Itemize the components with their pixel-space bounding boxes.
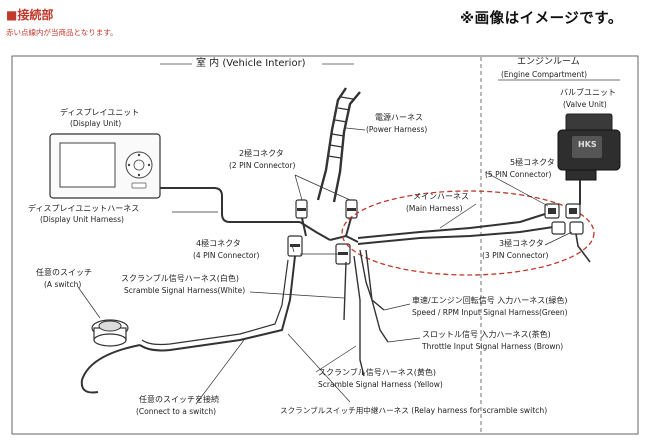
connect-switch-label: 任意のスイッチを接続 — [139, 395, 219, 404]
valve-unit-label-en: (Valve Unit) — [563, 100, 607, 109]
power-harness-wire-2 — [332, 91, 361, 203]
scramble-yellow-wire — [353, 255, 365, 377]
interior-section-title: 室 内 (Vehicle Interior) — [196, 58, 306, 69]
speed-signal-label-en: Speed / RPM Input Signal Harness(Green) — [412, 308, 568, 317]
throttle-signal-wire — [365, 249, 389, 343]
power-harness-ribs — [327, 96, 354, 159]
scramble-white-label: スクランブル信号ハーネス(白色) — [121, 274, 240, 283]
pin5-label-en: (5 PIN Connector) — [485, 170, 552, 179]
pin3-tail — [575, 233, 591, 263]
pin4-label-en: (4 PIN Connector) — [193, 251, 260, 260]
valve-unit-logo: HKS — [578, 140, 597, 149]
relay-harness-label: スクランブルスイッチ用中継ハーネス (Relay harness for scr… — [280, 406, 548, 415]
main-harness-wire-1 — [357, 213, 546, 239]
hub-wire-a — [299, 221, 331, 241]
switch-icon — [91, 319, 129, 347]
display-unit-label-en: (Display Unit) — [70, 119, 122, 128]
pin3-label-en: (3 PIN Connector) — [482, 251, 549, 260]
display-harness-label: ディスプレイユニットハーネス — [28, 204, 140, 213]
display-harness-wire — [160, 187, 300, 223]
pin4-label: 4極コネクタ — [196, 239, 241, 248]
display-unit-label: ディスプレイユニット — [60, 108, 140, 117]
speed-signal-label: 車速/エンジン回転信号 入力ハーネス(緑色) — [412, 296, 568, 305]
pin5-connector — [544, 203, 581, 219]
pin2-connector-left — [295, 199, 308, 219]
display-harness-label-en: (Display Unit Harness) — [40, 215, 124, 224]
valve-unit-label: バルブユニット — [560, 88, 616, 97]
main-harness-label-en: (Main Harness) — [406, 204, 463, 213]
scramble-yellow-label-en: Scramble Signal Harness (Yellow) — [318, 380, 443, 389]
pin2-stub-right — [345, 217, 352, 237]
display-unit — [49, 133, 161, 199]
pin4-connector-left — [287, 235, 303, 257]
power-harness-wire — [316, 87, 347, 201]
diagram-frame — [11, 55, 639, 435]
scramble-yellow-label: スクランブル信号ハーネス(黄色) — [318, 368, 437, 377]
switch-label: 任意のスイッチ — [36, 268, 92, 277]
main-harness-label: メインハーネス — [413, 192, 469, 201]
relay-harness-wire-2 — [141, 259, 289, 346]
page-title: ■接続部 — [6, 8, 54, 22]
pin2-connector-right — [345, 199, 358, 219]
image-note: ※画像はイメージです。 — [460, 11, 623, 27]
throttle-signal-label-en: Throttle Input Signal Harness (Brown) — [422, 342, 564, 351]
leader-lines — [77, 127, 573, 405]
main-harness-wire-2 — [357, 225, 561, 245]
pin5-label: 5極コネクタ — [510, 158, 555, 167]
product-area-ellipse — [341, 190, 595, 276]
scramble-white-wire — [343, 261, 347, 321]
power-harness-label: 電源ハーネス — [375, 113, 423, 122]
engine-section-title: エンジンルーム — [517, 57, 580, 67]
power-harness-label-en: (Power Harness) — [366, 125, 428, 134]
pin2-label: 2極コネクタ — [239, 149, 284, 158]
pin2-stub-left — [301, 217, 307, 237]
relay-harness-wire — [139, 255, 296, 352]
hub-wire-b — [329, 234, 359, 243]
speed-signal-wire — [359, 249, 385, 311]
valve-unit — [557, 113, 621, 181]
pin2-label-en: (2 PIN Connector) — [229, 161, 296, 170]
pin3-connector — [551, 221, 584, 235]
switch-label-en: (A switch) — [44, 280, 82, 289]
pin3-label: 3極コネクタ — [499, 239, 544, 248]
switch-loop-wire — [80, 344, 141, 394]
connect-switch-label-en: (Connect to a switch) — [136, 407, 217, 416]
engine-section-title-en: (Engine Compartment) — [501, 70, 588, 79]
throttle-signal-label: スロットル信号 入力ハーネス(茶色) — [422, 330, 551, 339]
scramble-white-label-en: Scramble Signal Harness(White) — [124, 286, 246, 295]
page-subtitle: 赤い点線内が当商品となります。 — [6, 28, 118, 37]
